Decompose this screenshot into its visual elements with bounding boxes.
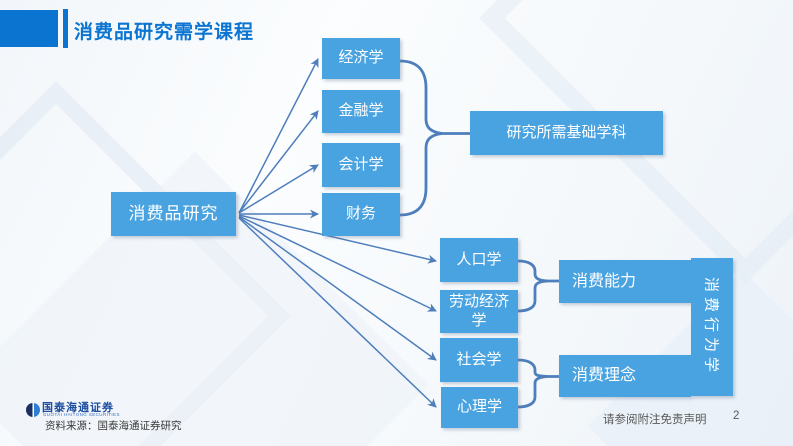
header-accent-rect (0, 10, 58, 47)
capability-brace (516, 259, 561, 313)
node-psychology: 心理学 (441, 387, 518, 428)
company-logo-subtext: GUOTAI HAITONG SECURITIES (43, 412, 120, 417)
node-consumer-behavior-vertical: 消费行为学 (691, 258, 733, 396)
node-economics: 经济学 (322, 38, 400, 79)
node-financial-affairs: 财务 (322, 193, 400, 236)
slide-title: 消费品研究需学课程 (74, 22, 255, 43)
consumer-behavior-label: 消费行为学 (702, 276, 720, 378)
node-consumer-goods-research: 消费品研究 (111, 192, 236, 236)
node-labor-economics: 劳动经济学 (440, 290, 518, 333)
node-accounting: 会计学 (322, 143, 400, 187)
company-logo-name: 国泰海通证券 (42, 402, 114, 414)
company-logo-icon (26, 403, 40, 417)
node-foundation-summary: 研究所需基础学科 (470, 111, 663, 155)
foundation-brace (398, 59, 472, 217)
node-sociology: 社会学 (440, 338, 518, 382)
source-note: 资料来源：国泰海通证券研究 (45, 420, 182, 432)
header-accent-bar (63, 9, 68, 48)
concept-brace (516, 358, 561, 409)
page-number: 2 (733, 410, 740, 422)
node-consumption-capability: 消费能力 (559, 260, 691, 303)
node-finance: 金融学 (322, 90, 400, 133)
node-demography: 人口学 (440, 238, 518, 282)
disclaimer-note: 请参阅附注免责声明 (603, 414, 707, 426)
fanout-arrows (238, 58, 437, 408)
node-consumption-concept: 消费理念 (559, 355, 691, 397)
